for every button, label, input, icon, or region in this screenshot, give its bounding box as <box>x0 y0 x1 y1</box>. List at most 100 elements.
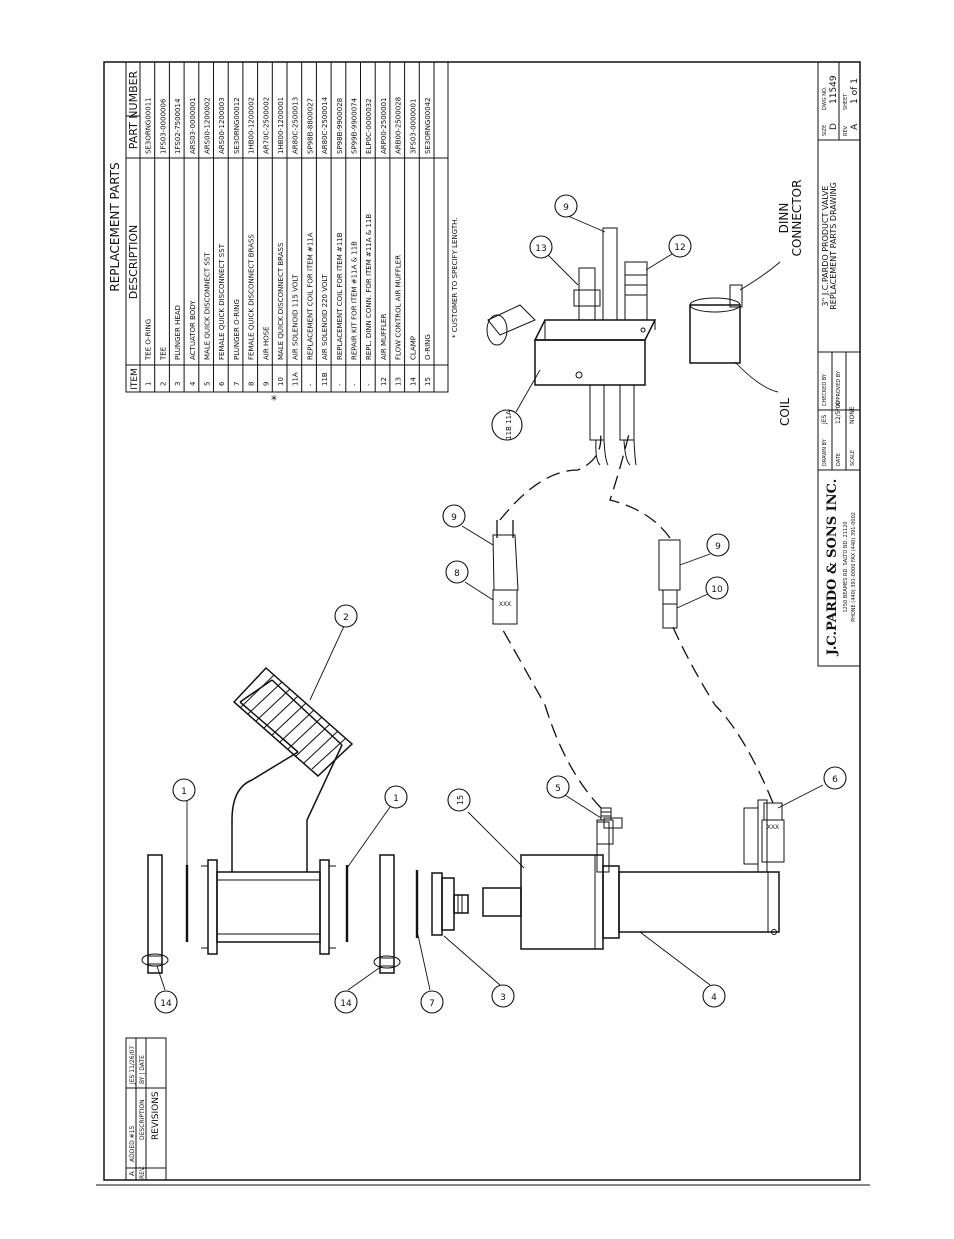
footnote-asterisk: * <box>271 393 277 407</box>
parts-row-item: 2 <box>159 382 167 386</box>
balloon-12: 12 <box>645 234 692 271</box>
parts-row-part-number: SE3ORNG00012 <box>233 97 241 154</box>
svg-text:13: 13 <box>535 244 546 254</box>
balloon-1-upper: 1 <box>172 778 196 868</box>
parts-row-part-number: ARS00-1200002 <box>204 97 212 154</box>
svg-text:4: 4 <box>711 993 717 1003</box>
air-hose-line-1 <box>499 624 602 809</box>
parts-row-part-number: AR80C-2500014 <box>321 96 329 154</box>
parts-row-part-number: 1FS03-0000006 <box>159 98 167 154</box>
dwg-no-value: 11549 <box>829 75 839 104</box>
parts-row-description: AIR SOLENOID 220 VOLT <box>321 274 329 360</box>
drawn-by-label: DRAWN BY <box>822 438 828 466</box>
parts-row-description: MALE QUICK DISCONNECT BRASS <box>277 242 285 360</box>
svg-text:1: 1 <box>393 794 399 804</box>
svg-text:DINN: DINN <box>777 203 791 234</box>
parts-row-item: 9 <box>262 382 270 386</box>
parts-row-item: 15 <box>424 377 432 386</box>
parts-table-footnote: * CUSTOMER TO SPECIFY LENGTH. <box>451 218 459 338</box>
svg-text:11B 11A: 11B 11A <box>505 410 513 440</box>
balloon-14-lower: 14 <box>334 965 383 1014</box>
col-part-number-header: PART NUMBER <box>127 70 140 149</box>
rev-label: REV <box>843 125 849 136</box>
parts-row-part-number: SP99B-9900074 <box>351 97 359 154</box>
parts-row-description: ACTUATOR BODY <box>189 300 197 360</box>
parts-row-part-number: SP98B-9900028 <box>336 98 344 154</box>
parts-row-item: 12 <box>380 377 388 386</box>
parts-row-item: 5 <box>204 382 212 386</box>
parts-row-part-number: SE3ORNG00011 <box>145 97 153 154</box>
air-muffler <box>624 261 648 321</box>
parts-row-part-number: 1FS02-7500014 <box>174 98 182 154</box>
parts-row-item: 4 <box>189 381 197 386</box>
balloon-5: 5 <box>546 775 602 819</box>
balloon-4: 4 <box>639 931 726 1008</box>
dinn-connector-callout: DINN CONNECTOR <box>739 180 804 291</box>
parts-table-title: REPLACEMENT PARTS <box>108 162 122 291</box>
balloon-15: 15 <box>447 788 525 869</box>
parts-row-item: 1 <box>145 382 153 386</box>
parts-row-description: AIR SOLENOID 115 VOLT <box>292 274 300 360</box>
dwg-no-label: DWG NO. <box>822 86 828 110</box>
flow-control-fitting <box>573 267 601 321</box>
svg-text:3: 3 <box>500 993 506 1003</box>
parts-row-item: - <box>336 383 344 386</box>
parts-row-item: 3 <box>174 382 182 386</box>
revisions-block: A ADDED #15 JES 11/26/07 REV. DESCRIPTIO… <box>125 1037 167 1181</box>
rev-header-description: DESCRIPTION <box>139 1099 146 1140</box>
air-hose-segment-lower <box>658 539 681 591</box>
rev-header-rev: REV. <box>139 1166 146 1179</box>
plunger-head <box>431 872 469 936</box>
parts-row-part-number: 1HB00-1200001 <box>277 97 285 154</box>
parts-row-part-number: ARB00-2500028 <box>395 97 403 154</box>
parts-row-description: REPL. DINN CONN. FOR ITEM #11A & 11B <box>365 214 373 360</box>
company-phone: PHONE (440) 391-0000 FAX (440) 391-0002 <box>851 512 857 622</box>
air-hose-line-2 <box>671 624 774 804</box>
date-value: 12/5/00 <box>835 401 842 424</box>
male-quick-disconnect-brass <box>662 589 678 629</box>
parts-row-part-number: SE3ORNG00042 <box>424 97 432 154</box>
parts-row-part-number: ELP0C-0000032 <box>365 98 373 154</box>
solenoid-hose-stub <box>602 227 618 321</box>
female-quick-disconnect-brass: XXX <box>492 589 518 625</box>
approved-by-label: APPROVED BY <box>836 370 842 406</box>
parts-row-description: REPLACEMENT COIL FOR ITEM #11B <box>336 232 344 360</box>
balloon-3: 3 <box>443 935 515 1008</box>
rev-row-description: ADDED #15 <box>129 1125 136 1162</box>
parts-row-description: AIR HOSE <box>262 326 270 360</box>
rev-header-by-date: BY | DATE <box>139 1055 146 1084</box>
parts-row-item: 6 <box>218 381 226 386</box>
parts-row-description: FLOW CONTROL AIR MUFFLER <box>395 255 403 360</box>
sheet-label: SHEET <box>843 93 849 110</box>
balloon-14-upper: 14 <box>154 965 178 1014</box>
air-hose-line-4 <box>609 429 671 539</box>
balloon-7: 7 <box>417 934 444 1014</box>
coil-callout: COIL <box>734 361 792 426</box>
solenoid-side-port <box>486 304 536 346</box>
svg-text:14: 14 <box>160 999 172 1009</box>
svg-text:15: 15 <box>456 795 465 805</box>
clamp-lower <box>373 854 401 974</box>
company-address: 1250 BEAMES RD. SALTO ND. 21120 <box>843 521 849 612</box>
title-block: J.C.PARDO & SONS INC. 1250 BEAMES RD. SA… <box>817 61 861 667</box>
air-hose-segment-upper <box>492 520 519 591</box>
revisions-title: REVISIONS <box>151 1091 161 1140</box>
balloon-13: 13 <box>529 235 579 286</box>
svg-text:COIL: COIL <box>778 398 792 426</box>
balloon-8: 8 <box>445 560 494 601</box>
parts-row-item: - <box>306 383 314 386</box>
svg-text:9: 9 <box>715 542 721 552</box>
parts-row-item: 11A <box>292 372 300 386</box>
col-description-header: DESCRIPTION <box>127 225 140 299</box>
sheet-value: 1 of 1 <box>850 78 860 104</box>
balloon-11: 11B 11A <box>491 369 541 441</box>
size-value: D <box>829 123 839 130</box>
svg-text:5: 5 <box>555 784 561 794</box>
size-label: SIZE <box>822 125 828 136</box>
rev-row-by-date: JES 11/26/07 <box>129 1046 136 1085</box>
parts-row-part-number: ARS03-0000001 <box>189 97 197 154</box>
actuator-body <box>482 799 780 950</box>
